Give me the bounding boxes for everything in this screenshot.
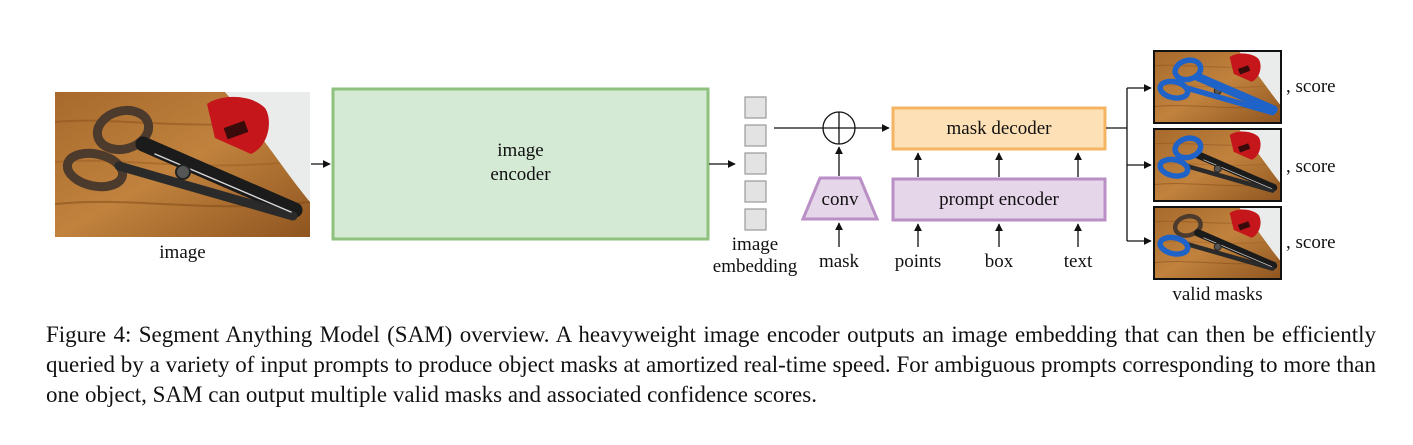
sam-diagram bbox=[0, 50, 1282, 280]
score-label-1: , score bbox=[1286, 76, 1336, 97]
output-mask-2 bbox=[1153, 128, 1282, 202]
mask-input-label: mask bbox=[818, 251, 860, 272]
mask-decoder-box bbox=[891, 106, 1107, 151]
conv-block bbox=[800, 176, 880, 221]
image-embedding-label: image embedding bbox=[700, 234, 810, 278]
prompt-encoder-box bbox=[891, 177, 1107, 222]
score-label-3: , score bbox=[1286, 232, 1336, 253]
image-embedding-stack bbox=[744, 96, 767, 231]
output-mask-1 bbox=[1153, 50, 1282, 124]
score-label-2: , score bbox=[1286, 156, 1336, 177]
prompt-encoder-label: prompt encoder bbox=[939, 189, 1059, 210]
image-encoder-label-line1: image bbox=[497, 140, 544, 161]
image-embedding-label-line1: image bbox=[731, 234, 779, 255]
image-embedding-label-line2: embedding bbox=[712, 256, 798, 277]
output-branch bbox=[1106, 84, 1152, 245]
conv-label: conv bbox=[821, 189, 859, 210]
image-encoder-box bbox=[331, 87, 710, 241]
valid-masks-label: valid masks bbox=[1172, 284, 1263, 305]
input-image bbox=[55, 92, 310, 237]
image-encoder-label-line2: encoder bbox=[490, 164, 551, 185]
sum-node bbox=[822, 111, 856, 145]
mask-decoder-label: mask decoder bbox=[946, 118, 1052, 139]
prompt-input-box: box bbox=[984, 251, 1014, 272]
image-encoder-label: image encoder bbox=[333, 139, 708, 187]
prompt-input-text: text bbox=[1063, 251, 1093, 272]
prompt-input-points: points bbox=[894, 251, 942, 272]
input-image-label: image bbox=[159, 242, 206, 263]
figure-caption: Figure 4: Segment Anything Model (SAM) o… bbox=[46, 322, 1376, 407]
output-mask-3 bbox=[1153, 206, 1282, 280]
